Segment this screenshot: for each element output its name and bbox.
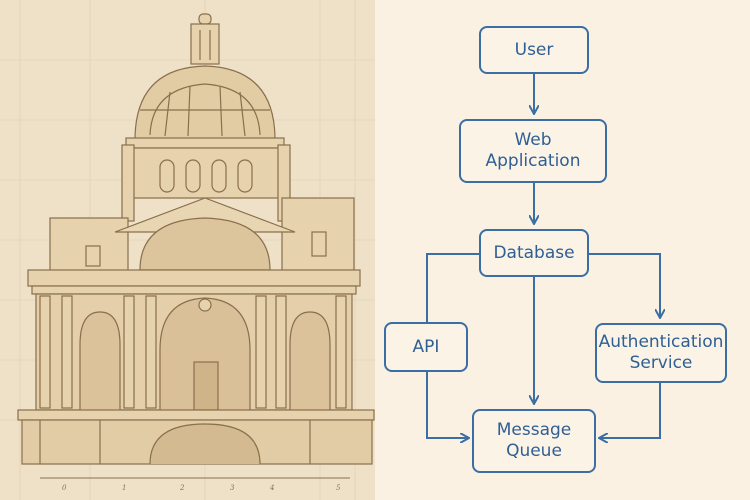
scale-label: 1	[122, 484, 126, 492]
building-section-illustration: 0 1 2 3 4 5	[0, 0, 375, 500]
node-api: API	[384, 322, 468, 372]
scale-label: 4	[269, 484, 274, 492]
scale-label: 0	[62, 484, 67, 492]
system-flow-diagram: User Web Application Database API Authen…	[375, 0, 750, 500]
scale-label: 3	[230, 484, 235, 492]
node-database: Database	[479, 229, 589, 277]
scale-label: 2	[179, 484, 185, 492]
scale-label: 5	[336, 484, 341, 492]
node-message-queue: Message Queue	[472, 409, 596, 473]
node-authentication-service: Authentication Service	[595, 323, 727, 383]
node-web-application: Web Application	[459, 119, 607, 183]
edge-authentication-service-to-message-queue	[600, 382, 661, 438]
building-drawing	[17, 13, 375, 465]
architectural-sketch-panel: 0 1 2 3 4 5	[0, 0, 375, 500]
node-user: User	[479, 26, 589, 74]
edge-database-to-authentication-service	[587, 253, 660, 317]
